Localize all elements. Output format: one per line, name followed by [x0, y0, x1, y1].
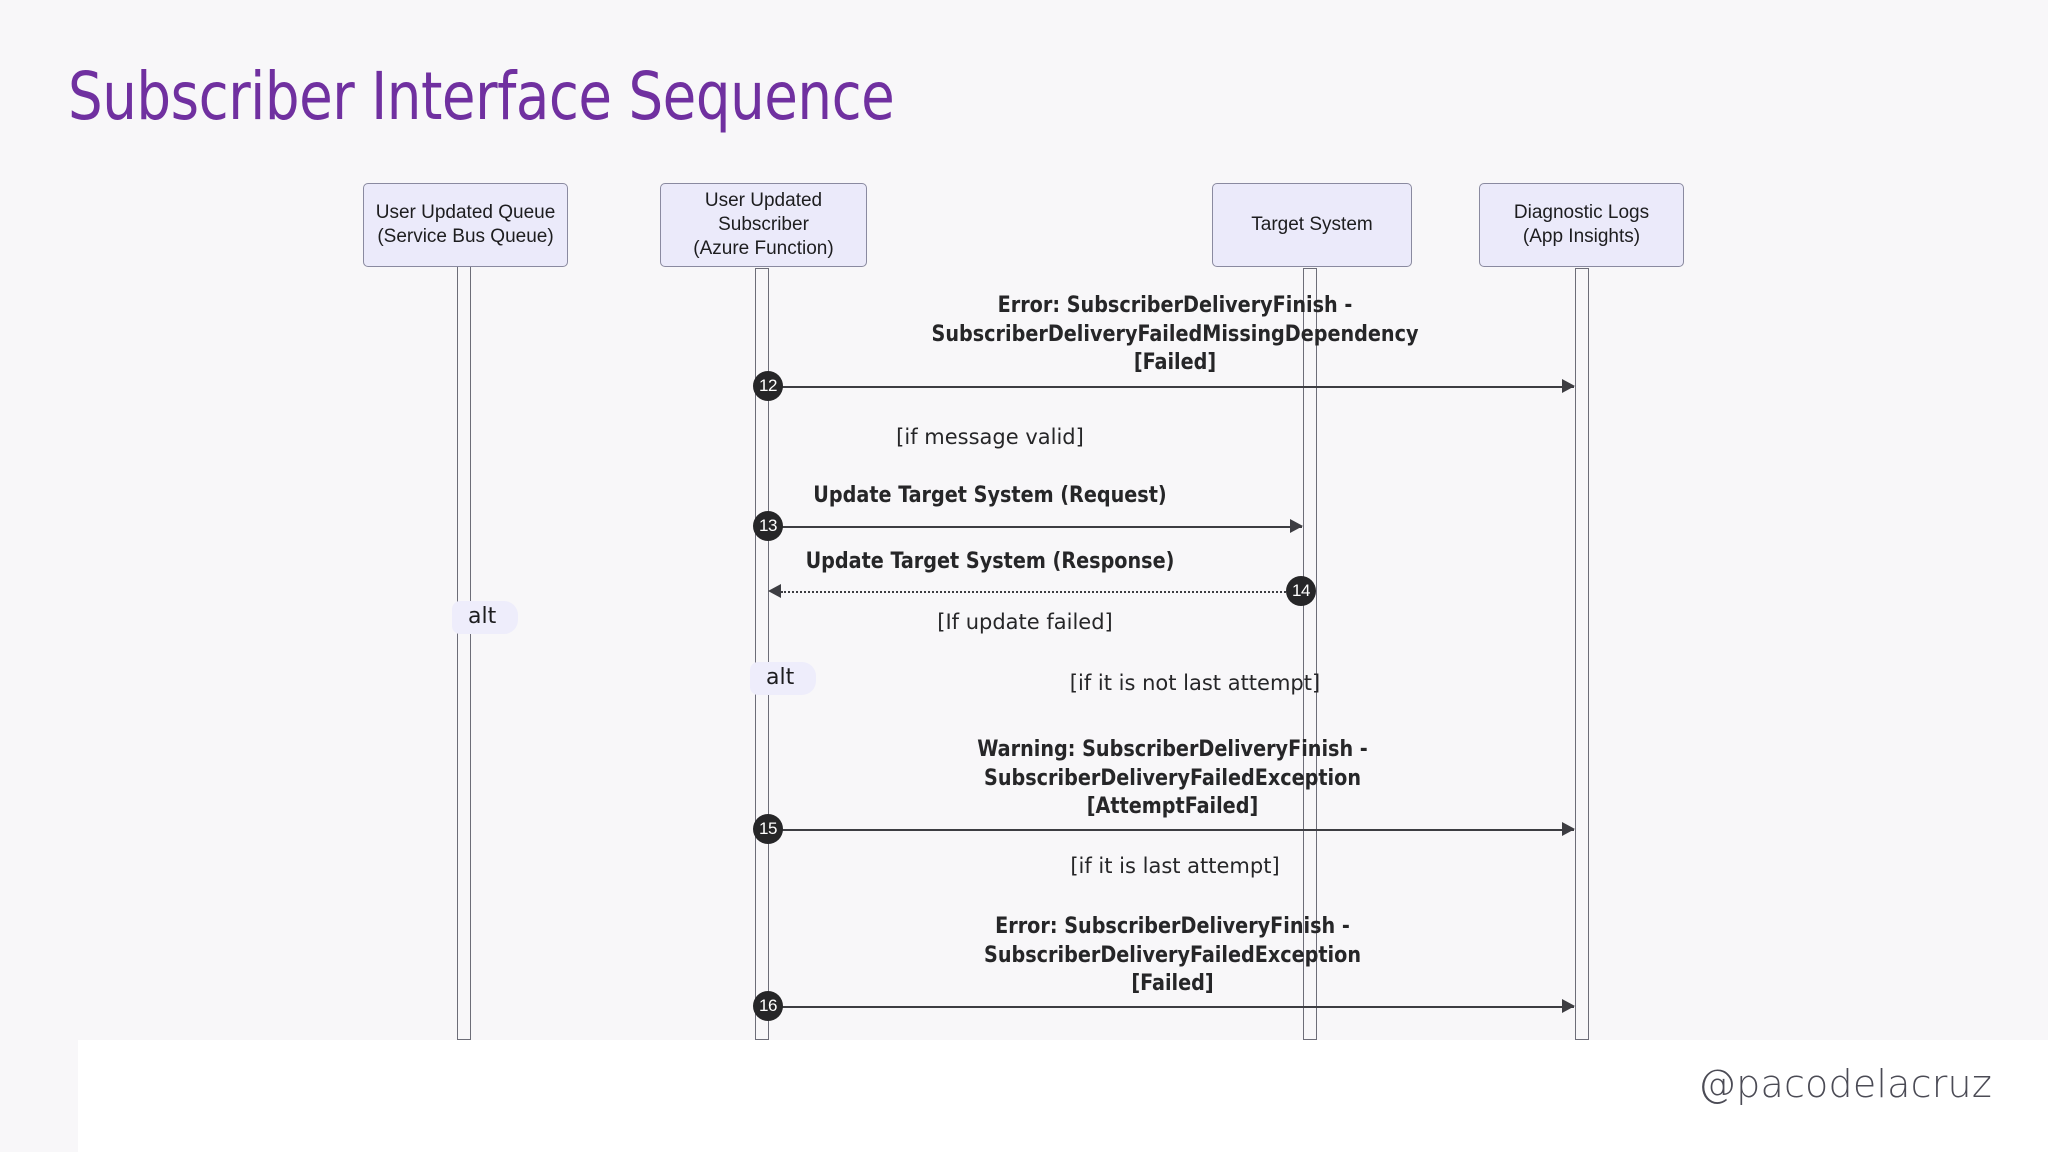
message-marker-15: 15: [753, 814, 783, 844]
participant-box-queue[interactable]: User Updated Queue (Service Bus Queue): [363, 183, 568, 267]
sequence-diagram: User Updated Queue (Service Bus Queue) U…: [363, 183, 1684, 1040]
message-line-16: [768, 1006, 1574, 1008]
participant-subtitle-logs: (App Insights): [1522, 226, 1641, 247]
participant-box-subscriber[interactable]: User Updated Subscriber (Azure Function): [660, 183, 867, 267]
message-arrowhead-14: [768, 584, 781, 598]
message-line-14: [781, 591, 1293, 593]
participant-title-subscriber: User Updated Subscriber: [704, 190, 823, 236]
footer-left-notch: [0, 1040, 78, 1152]
participant-title-logs: Diagnostic Logs: [1513, 202, 1650, 224]
author-handle: @pacodelacruz: [1697, 1062, 1992, 1106]
message-label-15: Warning: SubscriberDeliveryFinish - Subs…: [977, 737, 1368, 820]
message-arrowhead-15: [1562, 822, 1575, 836]
participant-subtitle-subscriber: (Azure Function): [693, 237, 834, 259]
participant-box-logs[interactable]: Diagnostic Logs (App Insights): [1479, 183, 1684, 267]
guard-label-last-attempt: [if it is last attempt]: [1070, 854, 1280, 878]
message-label-13: Update Target System (Request): [813, 483, 1167, 508]
fragment-badge-alt-inner: alt: [750, 662, 817, 695]
message-label-12: Error: SubscriberDeliveryFinish - Subscr…: [931, 293, 1419, 376]
page-title: Subscriber Interface Sequence: [68, 58, 895, 135]
message-label-14: Update Target System (Response): [805, 549, 1175, 574]
message-line-12: [768, 386, 1574, 388]
diagram-background: [0, 0, 2048, 1040]
guard-label-if-message-valid: [if message valid]: [896, 425, 1084, 449]
participant-subtitle-queue: (Service Bus Queue): [377, 226, 554, 247]
message-marker-12: 12: [753, 371, 783, 401]
guard-label-if-update-failed: [If update failed]: [937, 610, 1113, 634]
footer-band: [0, 1040, 2048, 1152]
activation-logs: [1575, 268, 1589, 1040]
participant-box-target[interactable]: Target System: [1212, 183, 1412, 267]
participant-title-queue: User Updated Queue: [375, 202, 556, 224]
guard-label-not-last-attempt: [if it is not last attempt]: [1069, 671, 1321, 695]
activation-queue: [457, 266, 471, 1040]
message-marker-16: 16: [753, 991, 783, 1021]
participant-title-target: Target System: [1251, 214, 1373, 236]
message-label-16: Error: SubscriberDeliveryFinish - Subscr…: [984, 914, 1361, 997]
message-marker-13: 13: [753, 511, 783, 541]
message-arrowhead-16: [1562, 999, 1575, 1013]
fragment-badge-alt-outer: alt: [452, 601, 519, 634]
message-marker-14: 14: [1286, 576, 1316, 606]
message-line-15: [768, 829, 1574, 831]
message-arrowhead-13: [1290, 519, 1303, 533]
activation-target: [1303, 268, 1317, 1040]
message-arrowhead-12: [1562, 379, 1575, 393]
message-line-13: [768, 526, 1302, 528]
activation-subscriber: [755, 268, 769, 1040]
